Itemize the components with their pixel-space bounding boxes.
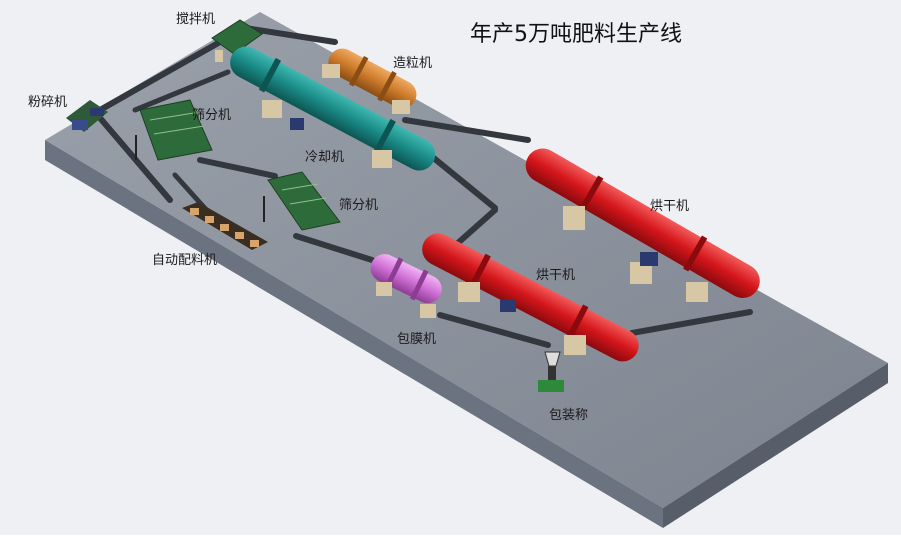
label-coater: 包膜机 bbox=[397, 332, 437, 347]
label-batcher: 自动配料机 bbox=[152, 253, 218, 268]
batcher-machine bbox=[182, 202, 268, 250]
crusher-machine bbox=[66, 100, 108, 132]
label-packer: 包装称 bbox=[549, 408, 589, 423]
coater-drum bbox=[370, 254, 442, 318]
label-screener-2: 筛分机 bbox=[339, 198, 379, 213]
packing-scale-machine bbox=[538, 351, 564, 392]
dryer-1-drum bbox=[422, 233, 639, 362]
mixer-machine bbox=[211, 19, 263, 62]
screener-2-machine bbox=[263, 171, 341, 231]
page-title: 年产5万吨肥料生产线 bbox=[470, 22, 682, 47]
label-mixer: 搅拌机 bbox=[176, 12, 216, 27]
label-dryer-2: 烘干机 bbox=[650, 199, 690, 214]
cooler-drum bbox=[230, 46, 436, 171]
label-crusher: 粉碎机 bbox=[28, 95, 68, 110]
label-granulator: 造粒机 bbox=[393, 56, 433, 71]
granulator-drum bbox=[322, 48, 417, 114]
screener-1-machine bbox=[135, 99, 213, 161]
label-screener-1: 筛分机 bbox=[192, 108, 232, 123]
dryer-2-drum bbox=[525, 148, 760, 302]
label-dryer-1: 烘干机 bbox=[536, 268, 576, 283]
label-cooler: 冷却机 bbox=[305, 150, 345, 165]
